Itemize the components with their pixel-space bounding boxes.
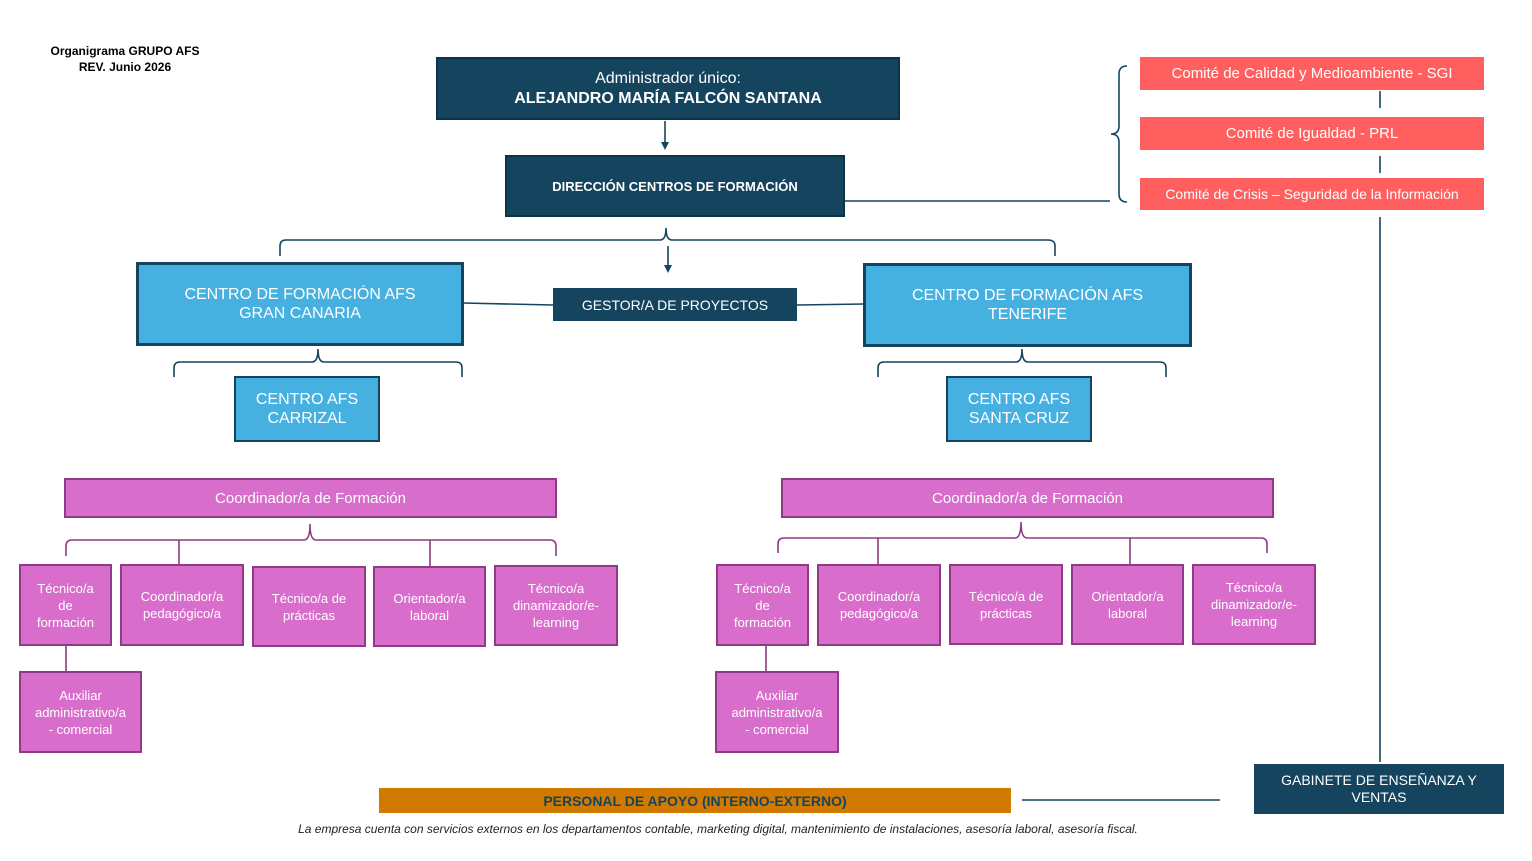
center-santa-cruz-line1: CENTRO AFS (967, 391, 1071, 408)
center-gran-canaria: CENTRO DE FORMACIÓN AFS GRAN CANARIA (136, 262, 464, 346)
left-role-dinamizador-elearning: Técnico/a dinamizador/e-learning (494, 565, 618, 646)
right-role-tecnico-formacion-label: Técnico/a de formación (733, 580, 792, 630)
right-coordinator-box: Coordinador/a de Formación (781, 478, 1274, 518)
right-coordinator-label: Coordinador/a de Formación (932, 489, 1123, 507)
right-role-tecnico-formacion: Técnico/a de formación (716, 564, 809, 646)
left-role-coordinador-pedagogico: Coordinador/a pedagógico/a (120, 564, 244, 646)
gestor-label: GESTOR/A DE PROYECTOS (581, 296, 769, 313)
left-role-tecnico-practicas: Técnico/a de prácticas (252, 566, 366, 647)
personal-apoyo-bar: PERSONAL DE APOYO (INTERNO-EXTERNO) (379, 788, 1011, 813)
left-role-tecnico-practicas-label: Técnico/a de prácticas (271, 590, 347, 623)
left-role-dinamizador-elearning-label: Técnico/a dinamizador/e-learning (513, 581, 599, 630)
center-carrizal-line2: CARRIZAL (267, 410, 347, 427)
left-coordinator-label: Coordinador/a de Formación (215, 489, 406, 507)
center-santa-cruz: CENTRO AFS SANTA CRUZ (946, 376, 1092, 442)
committee-crisis-label: Comité de Crisis – Seguridad de la Infor… (1165, 186, 1459, 202)
center-carrizal-line1: CENTRO AFS (255, 391, 359, 408)
footnote: La empresa cuenta con servicios externos… (298, 822, 1138, 836)
left-auxiliar-box: Auxiliar administrativo/a - comercial (19, 671, 142, 753)
direccion-box: DIRECCIÓN CENTROS DE FORMACIÓN (505, 155, 845, 217)
chart-title-line1: Organigrama GRUPO AFS (50, 44, 200, 58)
left-coordinator-box: Coordinador/a de Formación (64, 478, 557, 518)
right-auxiliar-label: Auxiliar administrativo/a - comercial (731, 687, 823, 737)
left-role-tecnico-formacion-label: Técnico/a de formación (36, 580, 95, 630)
right-role-orientador-laboral-label: Orientador/a laboral (1091, 588, 1164, 621)
center-gran-canaria-line1: CENTRO DE FORMACIÓN AFS (184, 286, 416, 303)
left-auxiliar-label: Auxiliar administrativo/a - comercial (34, 687, 127, 737)
gestor-box: GESTOR/A DE PROYECTOS (553, 288, 797, 321)
chart-title-revision: REV. Junio 2026 (78, 60, 172, 74)
left-role-tecnico-formacion: Técnico/a de formación (19, 564, 112, 646)
center-tenerife-line2: TENERIFE (987, 306, 1068, 323)
right-role-coordinador-pedagogico-label: Coordinador/a pedagógico/a (837, 589, 921, 621)
gabinete-label: GABINETE DE ENSEÑANZA Y VENTAS (1281, 772, 1477, 805)
right-role-dinamizador-elearning: Técnico/a dinamizador/e-learning (1192, 564, 1316, 645)
admin-box: Administrador único: ALEJANDRO MARÍA FAL… (436, 57, 900, 120)
committee-igualdad-label: Comité de Igualdad - PRL (1225, 125, 1399, 142)
center-tenerife-line1: CENTRO DE FORMACIÓN AFS (911, 287, 1144, 304)
center-tenerife: CENTRO DE FORMACIÓN AFS TENERIFE (863, 263, 1192, 347)
committee-igualdad: Comité de Igualdad - PRL (1140, 117, 1484, 150)
left-role-orientador-laboral: Orientador/a laboral (373, 566, 486, 647)
left-role-coordinador-pedagogico-label: Coordinador/a pedagógico/a (140, 589, 224, 621)
right-role-tecnico-practicas: Técnico/a de prácticas (949, 564, 1063, 645)
right-role-dinamizador-elearning-label: Técnico/a dinamizador/e-learning (1211, 580, 1297, 629)
personal-apoyo-label: PERSONAL DE APOYO (INTERNO-EXTERNO) (543, 792, 847, 809)
left-role-orientador-laboral-label: Orientador/a laboral (393, 590, 466, 623)
direccion-label: DIRECCIÓN CENTROS DE FORMACIÓN (552, 178, 798, 194)
gabinete-box: GABINETE DE ENSEÑANZA Y VENTAS (1254, 764, 1504, 814)
center-carrizal: CENTRO AFS CARRIZAL (234, 376, 380, 442)
admin-role: Administrador único: (595, 69, 741, 87)
committee-calidad: Comité de Calidad y Medioambiente - SGI (1140, 57, 1484, 90)
center-gran-canaria-line2: GRAN CANARIA (239, 305, 361, 322)
right-role-tecnico-practicas-label: Técnico/a de prácticas (968, 588, 1044, 621)
chart-title: Organigrama GRUPO AFS REV. Junio 2026 (20, 43, 230, 75)
committee-crisis: Comité de Crisis – Seguridad de la Infor… (1140, 178, 1484, 210)
admin-name: ALEJANDRO MARÍA FALCÓN SANTANA (514, 89, 822, 107)
center-santa-cruz-line2: SANTA CRUZ (968, 410, 1070, 427)
right-role-coordinador-pedagogico: Coordinador/a pedagógico/a (817, 564, 941, 646)
right-auxiliar-box: Auxiliar administrativo/a - comercial (715, 671, 839, 753)
right-role-orientador-laboral: Orientador/a laboral (1071, 564, 1184, 645)
committee-calidad-label: Comité de Calidad y Medioambiente - SGI (1171, 65, 1453, 82)
